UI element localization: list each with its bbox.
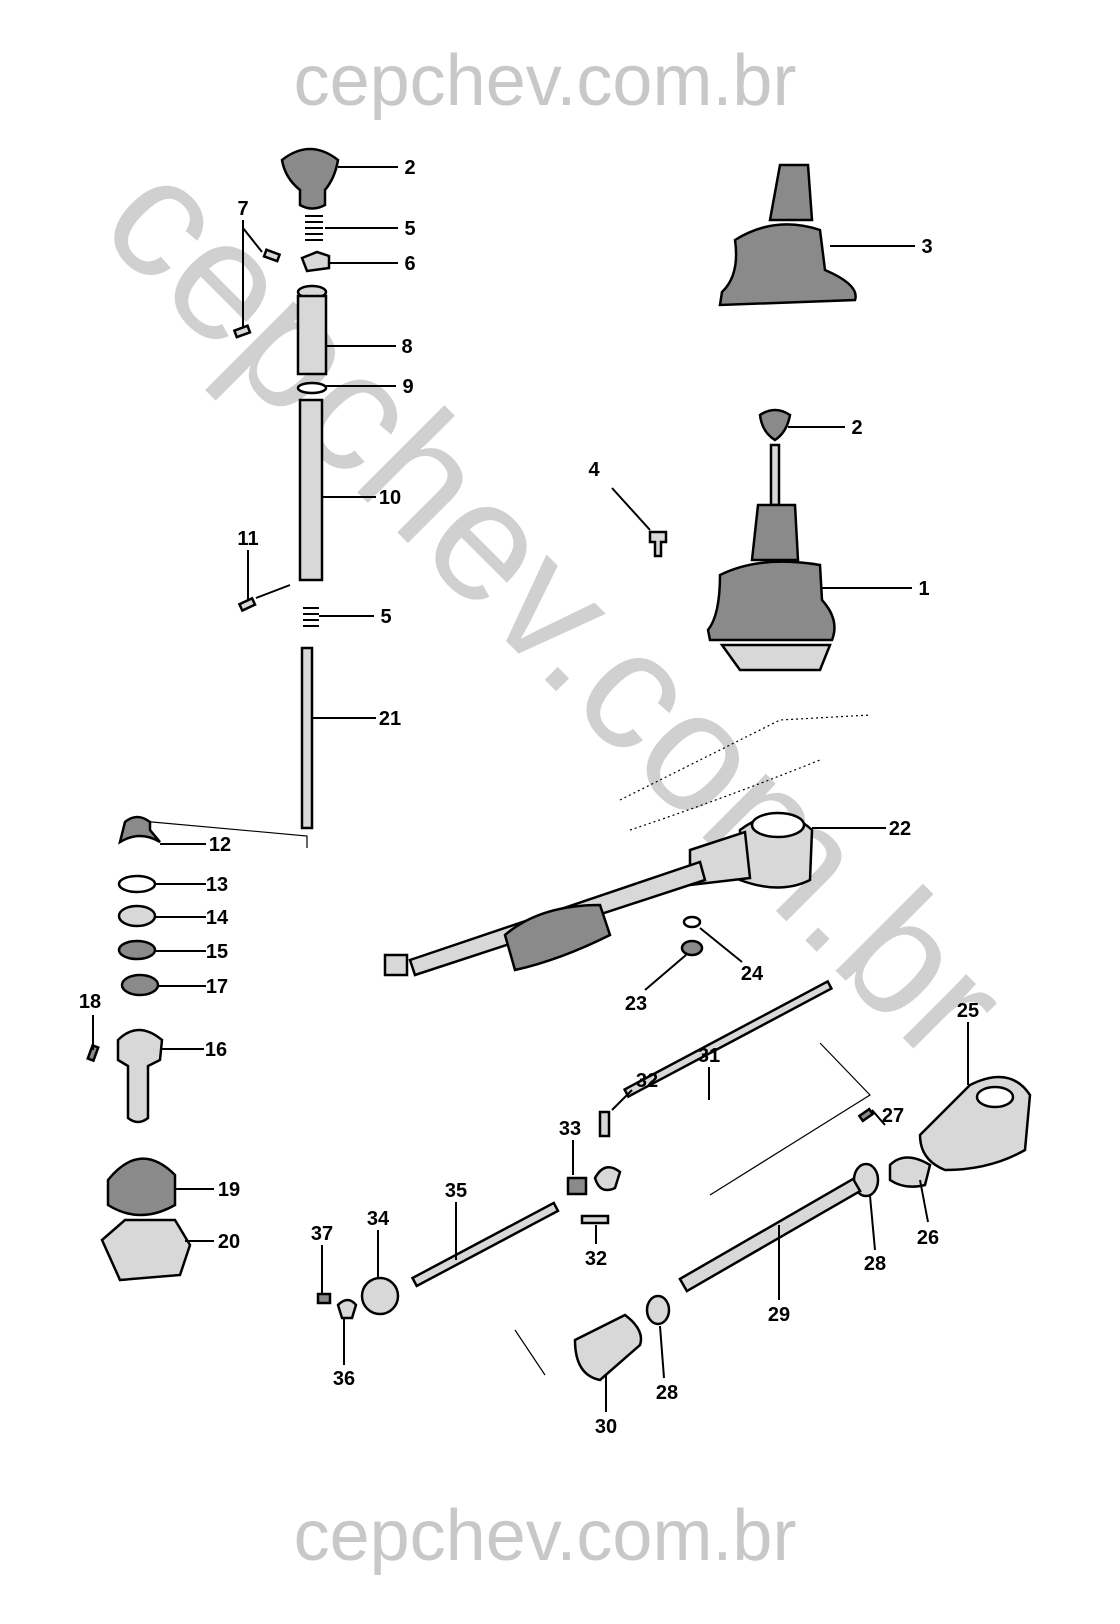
bracket-30 [514, 1329, 546, 1376]
clip-36 [336, 1298, 358, 1320]
callout-19: 19 [218, 1179, 240, 1201]
callout-5b: 5 [380, 606, 391, 628]
rod-35 [410, 1201, 560, 1288]
sleeve-30 [573, 1313, 643, 1382]
callout-10: 10 [379, 487, 401, 509]
callout-13: 13 [206, 874, 228, 896]
callout-23: 23 [625, 993, 647, 1015]
assembly-line [129, 819, 308, 848]
clamp-26 [888, 1156, 932, 1188]
callout-37: 37 [311, 1223, 333, 1245]
sleeve-8 [296, 284, 328, 395]
callout-33: 33 [559, 1118, 581, 1140]
callout-30: 30 [595, 1416, 617, 1438]
screw-4 [648, 530, 668, 558]
callout-32b: 32 [585, 1248, 607, 1270]
callout-27: 27 [882, 1105, 904, 1127]
callout-35: 35 [445, 1180, 467, 1202]
washer-9 [296, 381, 328, 395]
boot-1 [706, 503, 836, 642]
callout-25: 25 [957, 1000, 979, 1022]
pin-18 [86, 1043, 100, 1063]
rod-10 [298, 398, 324, 582]
callout-15: 15 [206, 941, 228, 963]
callout-16: 16 [205, 1039, 227, 1061]
callout-7: 7 [237, 198, 248, 220]
spring-5-lower [303, 607, 319, 627]
pin-7b [232, 324, 252, 339]
housing-19 [106, 1157, 177, 1217]
housing-25 [918, 1075, 1032, 1172]
callout-22: 22 [889, 818, 911, 840]
callout-2: 2 [404, 157, 415, 179]
callout-26: 26 [917, 1227, 939, 1249]
ring-14 [117, 904, 157, 928]
washer-24 [682, 915, 702, 929]
spring-5-upper [305, 215, 323, 241]
boot-3 [718, 163, 857, 307]
leader-4 [611, 487, 651, 531]
callout-20: 20 [218, 1231, 240, 1253]
rod-21 [300, 646, 314, 830]
callout-14: 14 [206, 907, 229, 929]
part-6 [300, 250, 331, 273]
knob-2-assembled [758, 408, 792, 442]
clevis [593, 1165, 622, 1192]
callout-5: 5 [404, 218, 415, 240]
pin-32-lower [580, 1214, 610, 1225]
screw-37 [316, 1292, 332, 1305]
block-33 [566, 1176, 588, 1196]
tube-29 [678, 1177, 862, 1293]
floor-outline [619, 714, 871, 831]
callout-28: 28 [864, 1253, 886, 1275]
callout-8: 8 [401, 336, 412, 358]
watermark-top: cepchev.com.br [294, 41, 797, 121]
callout-2b: 2 [851, 417, 862, 439]
callout-18: 18 [79, 991, 101, 1013]
callout-3: 3 [921, 236, 932, 258]
housing-16 [116, 1028, 164, 1124]
pin-32-upper [598, 1110, 611, 1138]
callout-21: 21 [379, 708, 401, 730]
callout-32: 32 [636, 1070, 658, 1092]
bushing-28-lower [645, 1294, 671, 1326]
shift-knob-2 [280, 147, 340, 210]
callout-17: 17 [206, 976, 228, 998]
bushing-17 [120, 973, 160, 997]
pin-7a [262, 248, 282, 263]
nut-23 [680, 939, 704, 957]
ball-34 [360, 1276, 400, 1316]
bushing-12 [118, 815, 161, 845]
callout-11: 11 [237, 528, 258, 550]
callout-29: 29 [768, 1304, 790, 1326]
shift-linkage-22 [383, 811, 814, 977]
callout-36: 36 [333, 1368, 355, 1390]
callout-28b: 28 [656, 1382, 678, 1404]
boot-1-base [719, 643, 832, 672]
callout-1: 1 [918, 578, 929, 600]
watermark-bottom: cepchev.com.br [294, 1496, 797, 1576]
callout-34: 34 [367, 1208, 390, 1230]
callout-6: 6 [404, 253, 415, 275]
lever-rod [769, 443, 781, 507]
callout-4: 4 [588, 459, 600, 481]
leader-lines [92, 166, 969, 1412]
pin-11 [237, 596, 257, 613]
base-20 [100, 1218, 192, 1282]
housing-25-opening [975, 1085, 1015, 1109]
rod-31 [622, 979, 834, 1099]
pin-27 [857, 1107, 875, 1123]
bracket-31 [709, 1042, 871, 1196]
callout-12: 12 [209, 834, 231, 856]
washer-13 [117, 874, 157, 894]
callout-24: 24 [741, 963, 764, 985]
callout-9: 9 [402, 376, 413, 398]
washer-15 [117, 939, 157, 961]
callout-31: 31 [698, 1045, 720, 1067]
